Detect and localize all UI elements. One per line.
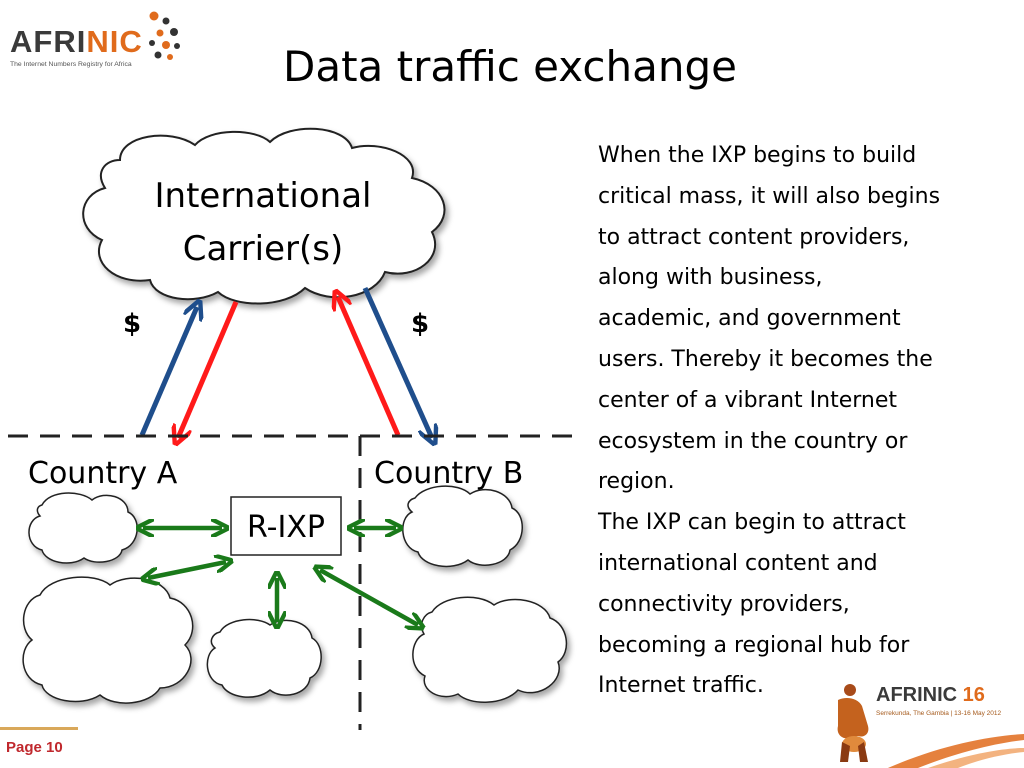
- event-title: AFRINIC 16: [876, 684, 985, 707]
- network-cloud-b1: [402, 485, 523, 568]
- body-text-line: center of a vibrant Internet: [598, 387, 897, 413]
- footer-divider: [0, 727, 78, 730]
- arrow-country-b-to-carrier: [338, 297, 401, 436]
- logo-dots-icon: [149, 11, 180, 60]
- country-b-label: Country B: [374, 456, 523, 491]
- network-cloud-a3: [206, 618, 322, 698]
- body-text-line: users. Thereby it becomes the: [598, 346, 933, 372]
- traffic-diagram: International Carrier(s) $ $ Country A C…: [8, 127, 582, 730]
- event-title-number: 16: [962, 684, 985, 706]
- green-arrow-cloud-b2: [320, 570, 418, 625]
- body-text-line: academic, and government: [598, 306, 901, 332]
- dollar-label-right: $: [411, 309, 429, 339]
- body-text-line: ecosystem in the country or: [598, 428, 908, 454]
- body-text-line: international content and: [598, 550, 878, 576]
- event-subtitle: Serrekunda, The Gambia | 13-16 May 2012: [876, 710, 1002, 717]
- logo-wordmark-accent: NIC: [86, 24, 143, 59]
- network-cloud-a1: [28, 492, 138, 564]
- arrow-carrier-to-country-a: [178, 301, 239, 438]
- body-text-line: region.: [598, 469, 675, 495]
- arrow-carrier-to-country-b: [362, 286, 432, 438]
- body-text-line: When the IXP begins to build: [598, 143, 917, 168]
- network-cloud-b2: [412, 596, 568, 703]
- dollar-label-left: $: [123, 309, 141, 339]
- body-text-line: critical mass, it will also begins: [598, 183, 941, 209]
- body-text-line: along with business,: [598, 265, 823, 291]
- carrier-label-line1: International: [155, 176, 372, 216]
- network-cloud-a2: [22, 576, 194, 704]
- country-a-label: Country A: [28, 456, 178, 491]
- afrinic-logo: AFRINIC The Internet Numbers Registry fo…: [6, 6, 186, 76]
- rixp-box: [230, 496, 342, 556]
- event-swoosh-icon: [837, 684, 1024, 768]
- green-arrow-cloud-a2: [148, 562, 226, 578]
- body-text-line: Internet traffic.: [598, 673, 764, 699]
- page-title: Data traffic exchange: [283, 42, 737, 91]
- drummer-figure-icon: [837, 684, 869, 762]
- logo-wordmark-prefix: AFRI: [10, 24, 87, 59]
- body-text-line: The IXP can begin to attract: [598, 510, 906, 536]
- body-text-line: to attract content providers,: [598, 224, 910, 250]
- carrier-cloud: [82, 127, 446, 305]
- body-text-line: becoming a regional hub for: [598, 632, 910, 658]
- arrow-country-a-to-carrier: [139, 307, 197, 436]
- event-logo: AFRINIC 16 Serrekunda, The Gambia | 13-1…: [828, 676, 1024, 768]
- page-number: Page 10: [6, 739, 63, 756]
- body-text-line: connectivity providers,: [598, 591, 850, 617]
- rixp-label: R-IXP: [247, 510, 325, 545]
- logo-tagline: The Internet Numbers Registry for Africa: [10, 61, 132, 68]
- body-text: When the IXP begins to build critical mas…: [598, 136, 1020, 707]
- event-title-word: AFRINIC: [876, 684, 958, 706]
- carrier-label-line2: Carrier(s): [183, 229, 344, 269]
- logo-wordmark: AFRINIC: [10, 24, 143, 60]
